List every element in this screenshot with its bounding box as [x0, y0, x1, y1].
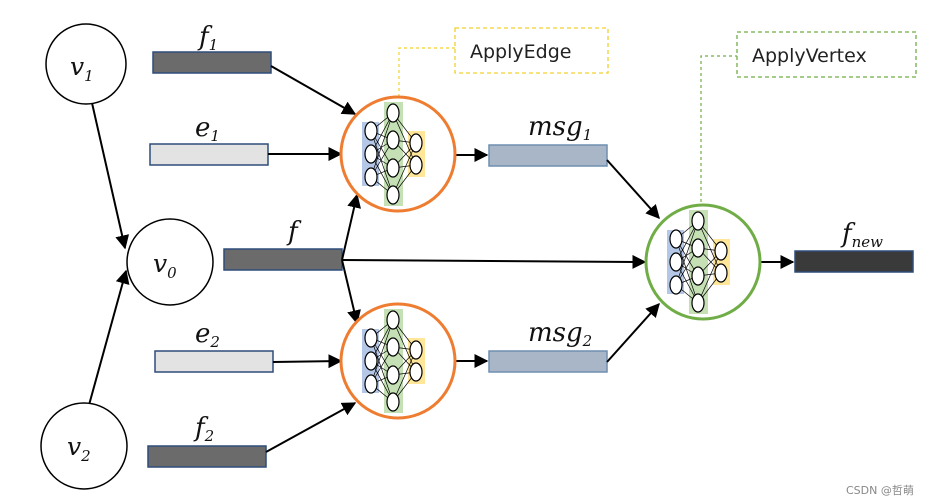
edge-v2-v0 [88, 269, 130, 406]
feature-bar-f1 [152, 51, 272, 74]
feature-label-e1: e1 [195, 113, 220, 145]
output-bar-f-new [794, 250, 914, 273]
arrow-f-to-edge-net-1 [341, 193, 361, 261]
message-bar-msg2 [488, 350, 608, 373]
arrow-f-to-edge-net-2 [341, 259, 361, 325]
edge-v1-v0 [91, 102, 130, 250]
message-bar-msg1 [488, 144, 608, 167]
apply-edge-callout-label: ApplyEdge [470, 41, 571, 63]
watermark: CSDN @哲萌 [846, 483, 914, 497]
vertex-v2 [40, 402, 128, 490]
arrow-f-to-vertex-net [341, 254, 647, 269]
feature-label-f1: f1 [197, 22, 218, 54]
arrow-f1-to-edge-net [270, 65, 357, 115]
vertex-v0 [126, 218, 214, 306]
output-label-f-new: fnew [840, 219, 883, 251]
vertex-v1-label: v1 [70, 52, 94, 85]
feature-bar-e2 [154, 350, 274, 373]
feature-label-e2: e2 [195, 319, 220, 351]
message-label-msg1: msg1 [528, 112, 592, 144]
apply-edge-connector [398, 47, 455, 97]
apply-edge-network-bottom [339, 302, 457, 420]
apply-vertex-callout-box [736, 31, 917, 78]
apply-vertex-callout-label: ApplyVertex [752, 45, 867, 67]
feature-bar-f2 [147, 445, 267, 468]
arrow-msg2-to-vertex-net [606, 302, 660, 363]
feature-bar-f [223, 248, 343, 271]
feature-bar-e1 [149, 143, 269, 166]
apply-vertex-connector [700, 55, 737, 202]
feature-label-f2: f2 [193, 413, 214, 445]
feature-label-f: f [286, 217, 302, 247]
apply-edge-callout-box [454, 27, 609, 74]
vertex-v1 [45, 23, 127, 105]
apply-vertex-network [644, 203, 762, 321]
vertex-v0-label: v0 [153, 249, 177, 282]
arrow-f2-to-edge-net [265, 402, 357, 453]
arrow-e2-to-edge-net [272, 354, 343, 369]
vertex-v2-label: v2 [67, 432, 91, 465]
arrow-msg1-to-vertex-net [606, 159, 660, 220]
apply-edge-network-top [339, 95, 457, 213]
message-label-msg2: msg2 [528, 318, 592, 350]
